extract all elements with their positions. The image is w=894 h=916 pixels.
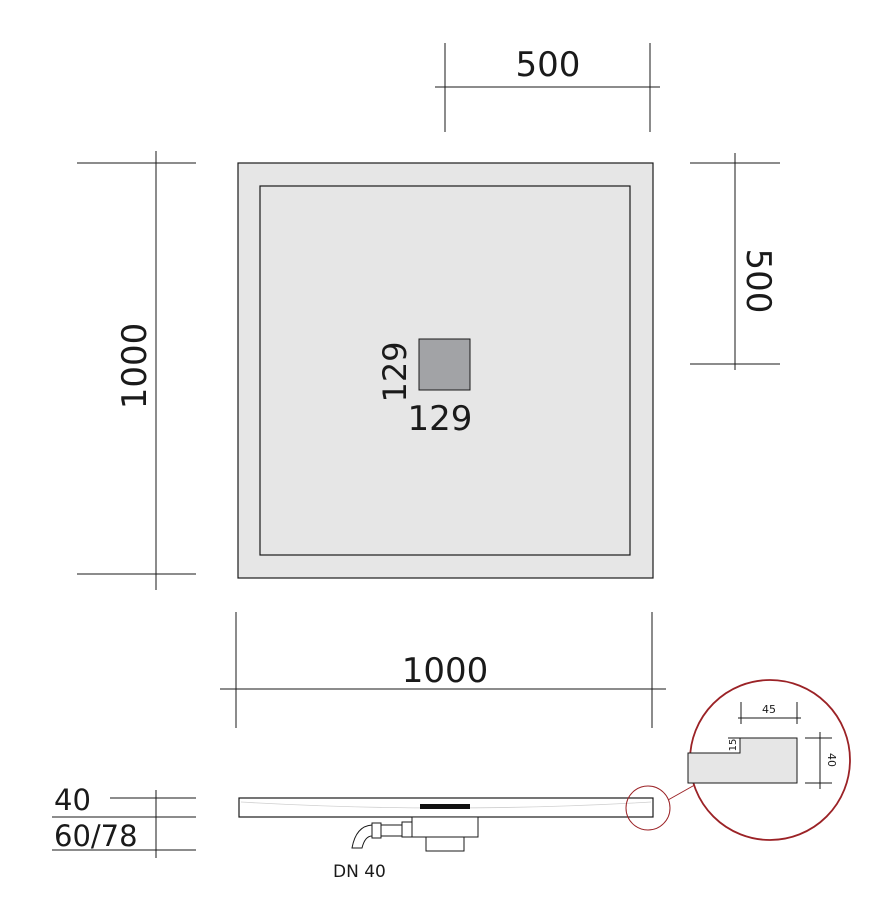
dimension-label-top: 500 — [516, 45, 581, 85]
dimension-right-500: 500 — [690, 153, 780, 370]
drain-trap — [351, 816, 479, 852]
drain-grate-section — [420, 804, 470, 809]
dimension-label-right: 500 — [738, 249, 778, 314]
dimension-left-1000: 1000 — [77, 151, 196, 590]
drain-height-label: 129 — [376, 341, 414, 402]
tray-section-view: DN 40 — [238, 797, 654, 882]
dimension-label-left: 1000 — [115, 323, 155, 410]
detail-marker-circle — [625, 785, 671, 831]
detail-step-label: 15 — [728, 739, 739, 752]
section-height-dimensions: 40 60/78 — [52, 783, 196, 858]
pipe-size-label: DN 40 — [333, 862, 386, 882]
section-thickness-label: 40 — [54, 783, 91, 817]
section-drain-height-label: 60/78 — [54, 819, 138, 853]
dimension-label-bottom: 1000 — [402, 651, 489, 691]
detail-height-label: 40 — [825, 753, 838, 767]
drain-square — [418, 338, 471, 391]
drain-width-label: 129 — [408, 399, 473, 439]
edge-detail-callout: 45 15 40 — [625, 679, 851, 841]
dimension-top-500: 500 — [435, 43, 660, 132]
detail-width-label: 45 — [762, 703, 776, 716]
drain-pipe-elbow — [351, 824, 373, 849]
dimension-bottom-1000: 1000 — [220, 612, 666, 728]
tray-plan-view — [237, 162, 654, 579]
